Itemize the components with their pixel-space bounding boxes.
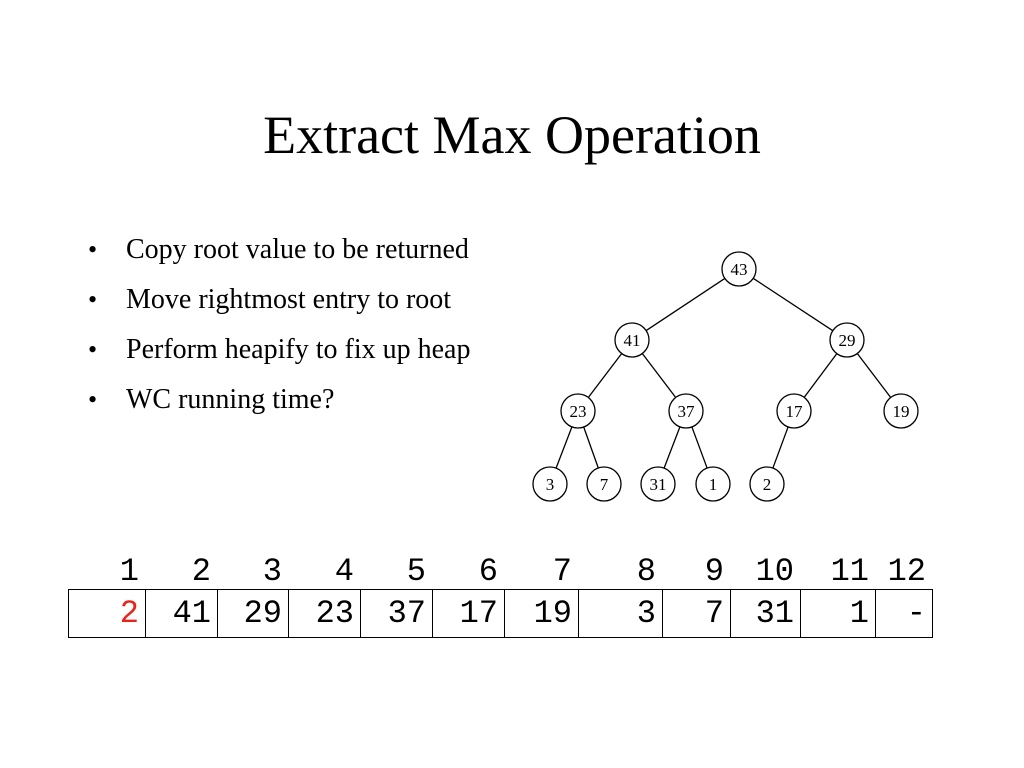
tree-edge (663, 426, 681, 469)
tree-node-label: 31 (650, 475, 667, 494)
array-cell: 19 (504, 589, 579, 638)
array-cell: 17 (432, 589, 505, 638)
tree-node-label: 17 (786, 402, 804, 421)
slide-title: Extract Max Operation (263, 105, 761, 165)
array-index-label: 8 (636, 553, 656, 590)
tree-edge (772, 426, 789, 469)
array-cell: 37 (360, 589, 433, 638)
array-index-label: 1 (119, 553, 139, 590)
bullet-list: • Copy root value to be returned • Move ri… (84, 230, 484, 430)
tree-node: 19 (883, 393, 919, 429)
tree-edge (691, 426, 708, 469)
tree-node: 43 (721, 251, 757, 287)
tree-edge (856, 353, 892, 398)
tree-node-label: 7 (600, 475, 609, 494)
tree-edge (641, 353, 677, 398)
tree-node-circle (640, 466, 676, 502)
tree-node: 17 (776, 393, 812, 429)
tree-node: 2 (749, 466, 785, 502)
bullet-item: • WC running time? (84, 380, 484, 420)
tree-node: 37 (668, 393, 704, 429)
tree-edge (752, 277, 834, 332)
array-index-label: 5 (406, 553, 426, 590)
tree-edge (555, 426, 573, 469)
tree-node: 7 (586, 466, 622, 502)
bullet-dot-icon: • (88, 285, 98, 314)
bullet-dot-icon: • (88, 235, 98, 264)
array-index-label: 12 (887, 553, 926, 590)
tree-node: 23 (560, 393, 596, 429)
array-cell: - (875, 589, 933, 638)
tree-node-circle (883, 393, 919, 429)
bullet-item: • Move rightmost entry to root (84, 280, 484, 320)
tree-node-label: 23 (570, 402, 587, 421)
tree-node-circle (829, 322, 865, 358)
tree-node-circle (586, 466, 622, 502)
tree-node-circle (776, 393, 812, 429)
array-cell: 29 (217, 589, 289, 638)
tree-edge (645, 277, 726, 332)
array-cell: 2 (68, 589, 146, 638)
tree-node-label: 43 (731, 260, 748, 279)
array-index-label: 9 (704, 553, 724, 590)
array-index-label: 6 (478, 553, 498, 590)
array-index-label: 11 (830, 553, 869, 590)
tree-node-label: 29 (839, 331, 856, 350)
tree-node: 31 (640, 466, 676, 502)
tree-node-circle (614, 322, 650, 358)
tree-node: 1 (695, 466, 731, 502)
tree-edge (583, 426, 599, 469)
array-cell: 31 (730, 589, 801, 638)
array-index-label: 2 (191, 553, 211, 590)
bullet-text: Perform heapify to fix up heap (126, 334, 471, 365)
tree-node-label: 41 (624, 331, 641, 350)
tree-node-circle (749, 466, 785, 502)
bullet-text: Move rightmost entry to root (126, 284, 452, 315)
array-index-label: 3 (262, 553, 282, 590)
array-cell: 41 (145, 589, 218, 638)
tree-node-label: 1 (709, 475, 718, 494)
tree-node-circle (560, 393, 596, 429)
bullet-item: • Perform heapify to fix up heap (84, 330, 484, 370)
bullet-text: WC running time? (126, 384, 335, 415)
tree-node-label: 2 (763, 475, 772, 494)
array-index-label: 7 (552, 553, 572, 590)
tree-node-label: 19 (893, 402, 910, 421)
bullet-item: • Copy root value to be returned (84, 230, 484, 270)
bullet-dot-icon: • (88, 335, 98, 364)
tree-node: 29 (829, 322, 865, 358)
tree-node-label: 37 (678, 402, 696, 421)
tree-edge (803, 353, 838, 398)
array-cell: 7 (662, 589, 731, 638)
tree-node-circle (695, 466, 731, 502)
tree-edge (587, 353, 623, 398)
tree-node: 41 (614, 322, 650, 358)
tree-node-circle (668, 393, 704, 429)
array-cell: 1 (800, 589, 876, 638)
array-index-label: 4 (334, 553, 354, 590)
bullet-text: Copy root value to be returned (126, 234, 469, 265)
tree-node-circle (721, 251, 757, 287)
array-cell: 23 (288, 589, 361, 638)
tree-node-circle (532, 466, 568, 502)
tree-node-label: 3 (546, 475, 555, 494)
array-cell: 3 (578, 589, 663, 638)
tree-node: 3 (532, 466, 568, 502)
array-index-label: 10 (755, 553, 794, 590)
bullet-dot-icon: • (88, 385, 98, 414)
